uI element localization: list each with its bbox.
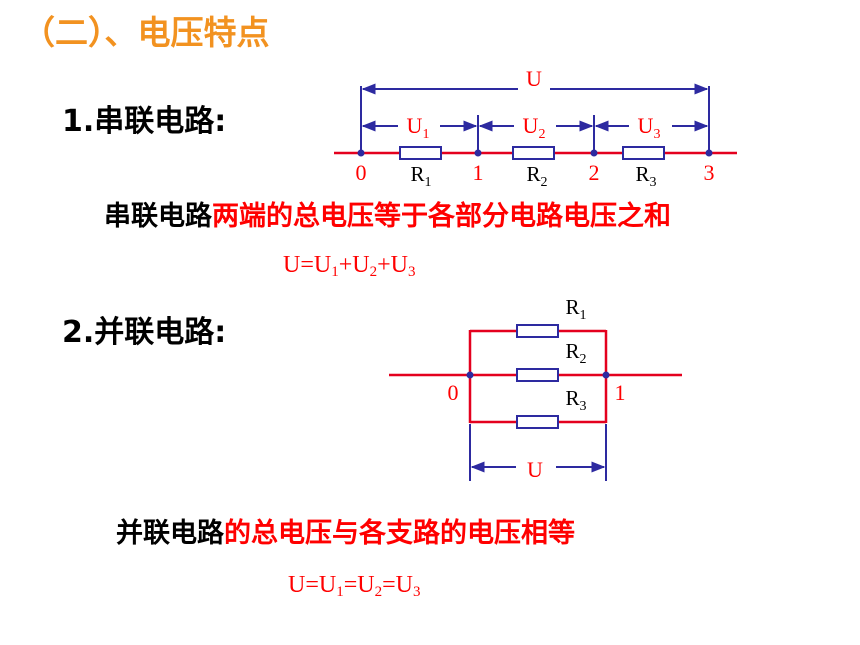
formula-term: U=U xyxy=(288,572,337,598)
series-u2-label: U2 xyxy=(523,113,546,142)
series-node-2 xyxy=(590,149,598,157)
parallel-node-label-1: 1 xyxy=(615,380,626,405)
series-resistor-r3 xyxy=(622,146,665,160)
parallel-statement-rule: 的总电压与各支路的电压相等 xyxy=(224,518,575,549)
series-resistor-r1 xyxy=(399,146,442,160)
series-node-0 xyxy=(357,149,365,157)
series-heading: 1.串联电路: xyxy=(62,104,227,139)
formula-subscript: 1 xyxy=(336,584,344,600)
series-resistor-label-r1: R1 xyxy=(410,162,431,190)
series-node-label-3: 3 xyxy=(704,160,715,185)
formula-subscript: 3 xyxy=(407,264,416,280)
parallel-resistor-label-r2: R2 xyxy=(565,339,586,367)
parallel-node-0 xyxy=(466,371,474,379)
formula-term: =U xyxy=(343,572,375,598)
parallel-circuit: R1 R2 R3 0 1 U xyxy=(389,295,682,482)
parallel-resistor-label-r1: R1 xyxy=(565,295,586,323)
parallel-node-label-0: 0 xyxy=(448,380,459,405)
series-statement-rule: 两端的总电压等于各部分电路电压之和 xyxy=(212,201,671,232)
formula-term: U=U xyxy=(283,252,332,278)
formula-term: +U xyxy=(377,252,408,278)
series-node-label-1: 1 xyxy=(473,160,484,185)
parallel-statement: 并联电路的总电压与各支路的电压相等 xyxy=(116,511,575,550)
parallel-formula: U=U1=U2=U3 xyxy=(288,572,420,601)
formula-subscript: 3 xyxy=(412,584,421,600)
series-u1-label: U1 xyxy=(407,113,430,142)
series-circuit: U U1 U2 U3 0 1 2 3 R1 R2 R3 xyxy=(334,66,737,190)
parallel-resistor-label-r3: R3 xyxy=(565,386,586,414)
parallel-resistor-r3 xyxy=(516,415,559,429)
slide-title: （二）、电压特点 xyxy=(22,13,270,52)
parallel-heading: 2.并联电路: xyxy=(62,315,227,350)
formula-subscript: 2 xyxy=(374,584,383,600)
parallel-total-label: U xyxy=(527,457,543,482)
formula-term: =U xyxy=(382,572,413,598)
series-node-label-0: 0 xyxy=(356,160,367,185)
series-formula: U=U1+U2+U3 xyxy=(283,252,415,281)
series-u3-label: U3 xyxy=(638,113,661,142)
series-resistor-label-r3: R3 xyxy=(635,162,656,190)
parallel-resistor-r2 xyxy=(516,368,559,382)
series-node-3 xyxy=(705,149,713,157)
series-resistor-r2 xyxy=(512,146,555,160)
parallel-statement-subject: 并联电路 xyxy=(116,518,224,549)
formula-subscript: 2 xyxy=(369,264,378,280)
series-node-label-2: 2 xyxy=(589,160,600,185)
formula-term: +U xyxy=(338,252,370,278)
series-total-label: U xyxy=(526,66,542,91)
series-statement: 串联电路两端的总电压等于各部分电路电压之和 xyxy=(104,194,671,233)
series-node-1 xyxy=(474,149,482,157)
series-statement-subject: 串联电路 xyxy=(104,201,212,232)
parallel-resistor-r1 xyxy=(516,324,559,338)
series-resistor-label-r2: R2 xyxy=(526,162,547,190)
formula-subscript: 1 xyxy=(331,264,339,280)
parallel-node-1 xyxy=(602,371,610,379)
